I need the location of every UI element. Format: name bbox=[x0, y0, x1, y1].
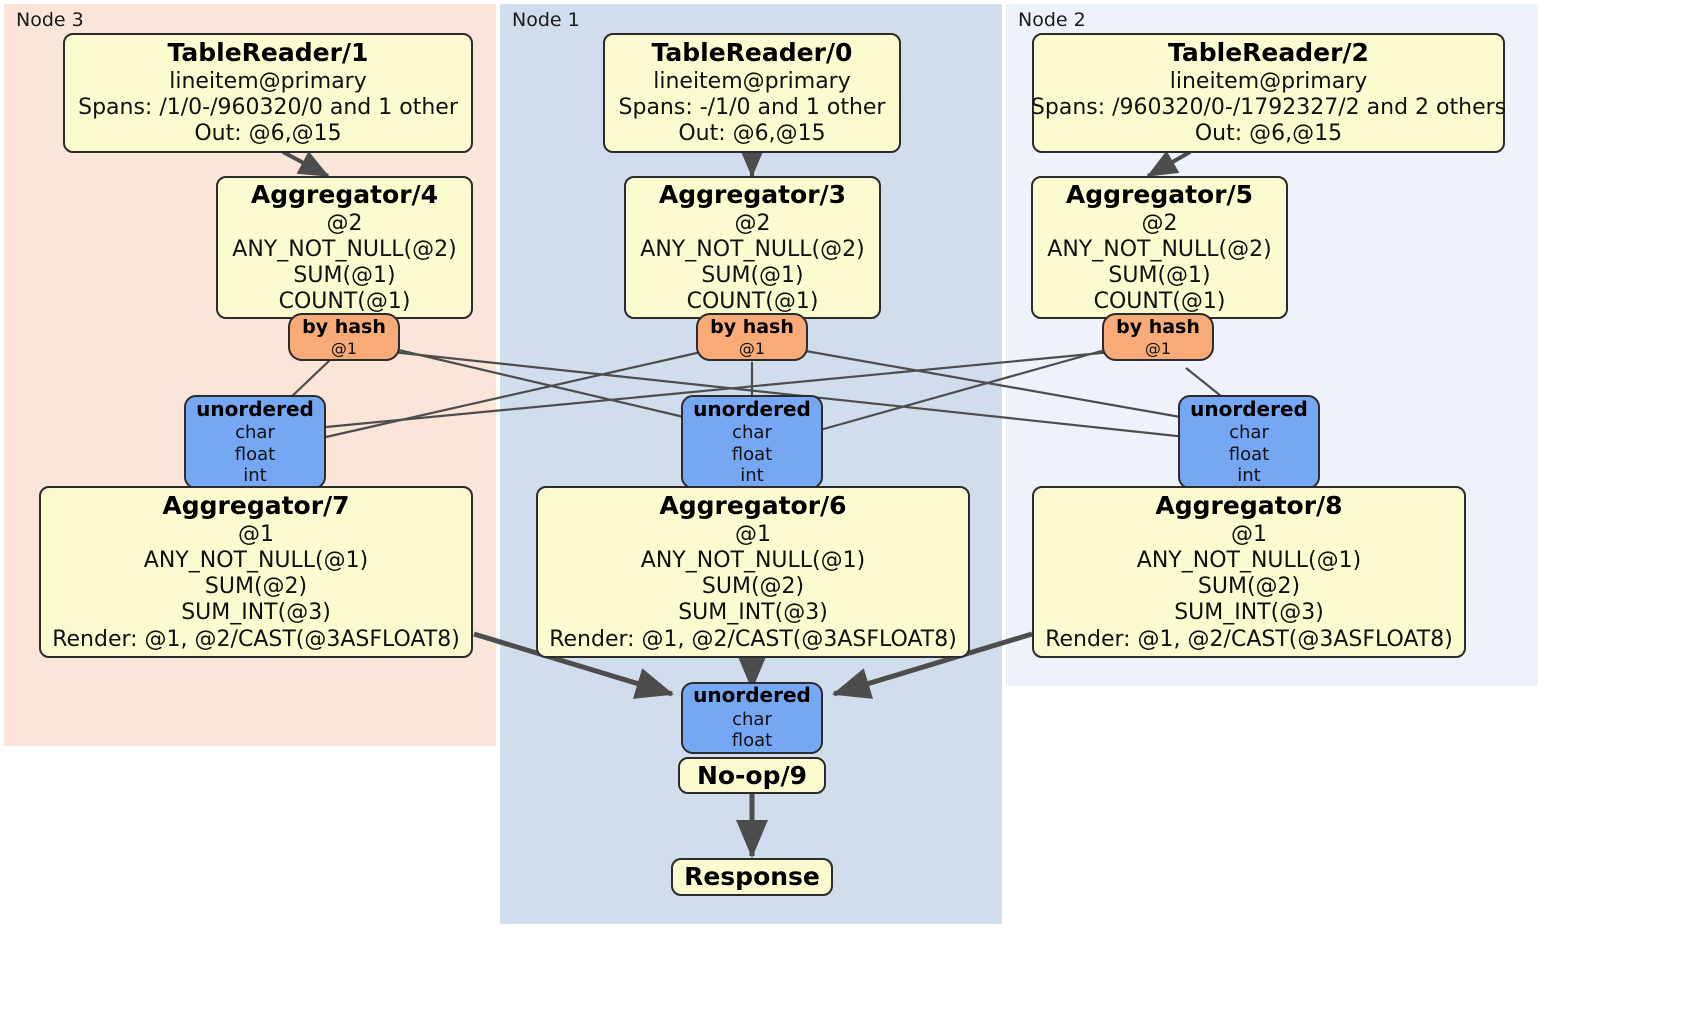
box-title: Response bbox=[684, 861, 820, 891]
box-line: char bbox=[732, 422, 772, 444]
box-no-op-9[interactable]: No-op/9 bbox=[678, 757, 826, 794]
box-line: char bbox=[1229, 422, 1269, 444]
box-title: Aggregator/3 bbox=[658, 179, 847, 209]
box-line: lineitem@primary bbox=[1169, 69, 1368, 95]
box-title: TableReader/1 bbox=[167, 38, 369, 68]
box-line: Render: @1, @2/CAST(@3ASFLOAT8) bbox=[1045, 626, 1453, 652]
box-line: char bbox=[235, 422, 275, 444]
box-line: @1 bbox=[1144, 338, 1172, 358]
box-line: int bbox=[243, 465, 267, 487]
box-line: @1 bbox=[735, 521, 771, 547]
box-aggregator-5[interactable]: Aggregator/5 @2 ANY_NOT_NULL(@2) SUM(@1)… bbox=[1031, 176, 1288, 319]
box-by-hash-right[interactable]: by hash @1 bbox=[1102, 313, 1214, 361]
box-title: No-op/9 bbox=[696, 760, 808, 790]
box-title: Aggregator/5 bbox=[1065, 179, 1254, 209]
box-line: Out: @6,@15 bbox=[1194, 121, 1343, 147]
box-title: Aggregator/8 bbox=[1155, 491, 1343, 521]
box-line: ANY_NOT_NULL(@2) bbox=[232, 236, 457, 262]
box-line: SUM(@1) bbox=[1108, 262, 1211, 288]
box-line: ANY_NOT_NULL(@1) bbox=[1136, 548, 1362, 574]
box-unordered-right[interactable]: unordered char float int bbox=[1178, 395, 1320, 489]
box-line: ANY_NOT_NULL(@1) bbox=[143, 548, 369, 574]
box-by-hash-left[interactable]: by hash @1 bbox=[288, 313, 400, 361]
box-tablereader-1[interactable]: TableReader/1 lineitem@primary Spans: /1… bbox=[63, 33, 473, 153]
box-line: Render: @1, @2/CAST(@3ASFLOAT8) bbox=[549, 626, 957, 652]
box-line: lineitem@primary bbox=[169, 69, 367, 95]
box-line: char bbox=[732, 709, 772, 730]
box-line: SUM(@2) bbox=[204, 574, 308, 600]
box-tablereader-2[interactable]: TableReader/2 lineitem@primary Spans: /9… bbox=[1030, 33, 1507, 153]
node-panel-label-node1: Node 1 bbox=[512, 9, 580, 31]
box-title: unordered bbox=[1190, 396, 1308, 421]
box-title: unordered bbox=[196, 396, 314, 421]
box-line: SUM_INT(@3) bbox=[181, 600, 331, 626]
box-line: SUM(@2) bbox=[1197, 574, 1301, 600]
box-aggregator-8[interactable]: Aggregator/8 @1 ANY_NOT_NULL(@1) SUM(@2)… bbox=[1032, 486, 1466, 658]
box-line: COUNT(@1) bbox=[1093, 289, 1226, 315]
box-line: @1 bbox=[238, 521, 274, 547]
box-aggregator-6[interactable]: Aggregator/6 @1 ANY_NOT_NULL(@1) SUM(@2)… bbox=[536, 486, 970, 658]
box-line: float bbox=[234, 443, 276, 465]
box-line: SUM(@1) bbox=[293, 262, 396, 288]
box-aggregator-4[interactable]: Aggregator/4 @2 ANY_NOT_NULL(@2) SUM(@1)… bbox=[216, 176, 473, 319]
box-title: by hash bbox=[710, 316, 794, 339]
box-line: Spans: /1/0-/960320/0 and 1 other bbox=[78, 95, 458, 121]
node-panel-label-node3: Node 3 bbox=[16, 9, 84, 31]
box-line: ANY_NOT_NULL(@2) bbox=[1047, 236, 1272, 262]
box-line: COUNT(@1) bbox=[686, 289, 819, 315]
box-line: @2 bbox=[734, 210, 771, 236]
node-panel-label-node2: Node 2 bbox=[1018, 9, 1086, 31]
box-title: by hash bbox=[302, 316, 386, 339]
box-line: @1 bbox=[738, 338, 766, 358]
box-line: @1 bbox=[330, 338, 358, 358]
box-by-hash-center[interactable]: by hash @1 bbox=[696, 313, 808, 361]
box-title: Aggregator/4 bbox=[250, 179, 439, 209]
box-aggregator-7[interactable]: Aggregator/7 @1 ANY_NOT_NULL(@1) SUM(@2)… bbox=[39, 486, 473, 658]
box-line: int bbox=[1237, 465, 1261, 487]
box-line: float bbox=[731, 730, 773, 752]
box-line: Out: @6,@15 bbox=[194, 121, 342, 147]
box-title: unordered bbox=[693, 683, 811, 708]
box-line: SUM(@2) bbox=[701, 574, 805, 600]
box-unordered-final[interactable]: unordered char float bbox=[681, 682, 823, 754]
box-line: Spans: /960320/0-/1792327/2 and 2 others bbox=[1030, 95, 1507, 121]
box-line: float bbox=[1228, 443, 1270, 465]
box-line: ANY_NOT_NULL(@1) bbox=[640, 548, 866, 574]
box-line: SUM_INT(@3) bbox=[1174, 600, 1324, 626]
box-title: TableReader/0 bbox=[651, 38, 853, 68]
box-line: COUNT(@1) bbox=[278, 289, 411, 315]
box-line: Spans: -/1/0 and 1 other bbox=[618, 95, 886, 121]
box-line: lineitem@primary bbox=[653, 69, 851, 95]
box-line: Out: @6,@15 bbox=[678, 121, 826, 147]
box-aggregator-3[interactable]: Aggregator/3 @2 ANY_NOT_NULL(@2) SUM(@1)… bbox=[624, 176, 881, 319]
box-line: @2 bbox=[1141, 210, 1178, 236]
box-tablereader-0[interactable]: TableReader/0 lineitem@primary Spans: -/… bbox=[603, 33, 901, 153]
box-title: Aggregator/7 bbox=[162, 491, 350, 521]
box-line: SUM(@1) bbox=[701, 262, 804, 288]
box-title: by hash bbox=[1116, 316, 1200, 339]
box-response[interactable]: Response bbox=[671, 858, 833, 896]
box-line: SUM_INT(@3) bbox=[678, 600, 828, 626]
box-line: ANY_NOT_NULL(@2) bbox=[640, 236, 865, 262]
box-unordered-center[interactable]: unordered char float int bbox=[681, 395, 823, 489]
box-line: float bbox=[731, 443, 773, 465]
box-line: Render: @1, @2/CAST(@3ASFLOAT8) bbox=[52, 626, 460, 652]
box-line: @1 bbox=[1231, 521, 1267, 547]
box-title: Aggregator/6 bbox=[659, 491, 847, 521]
box-line: @2 bbox=[326, 210, 363, 236]
box-title: TableReader/2 bbox=[1168, 38, 1369, 68]
box-unordered-left[interactable]: unordered char float int bbox=[184, 395, 326, 489]
box-line: int bbox=[740, 465, 764, 487]
box-title: unordered bbox=[693, 396, 811, 421]
